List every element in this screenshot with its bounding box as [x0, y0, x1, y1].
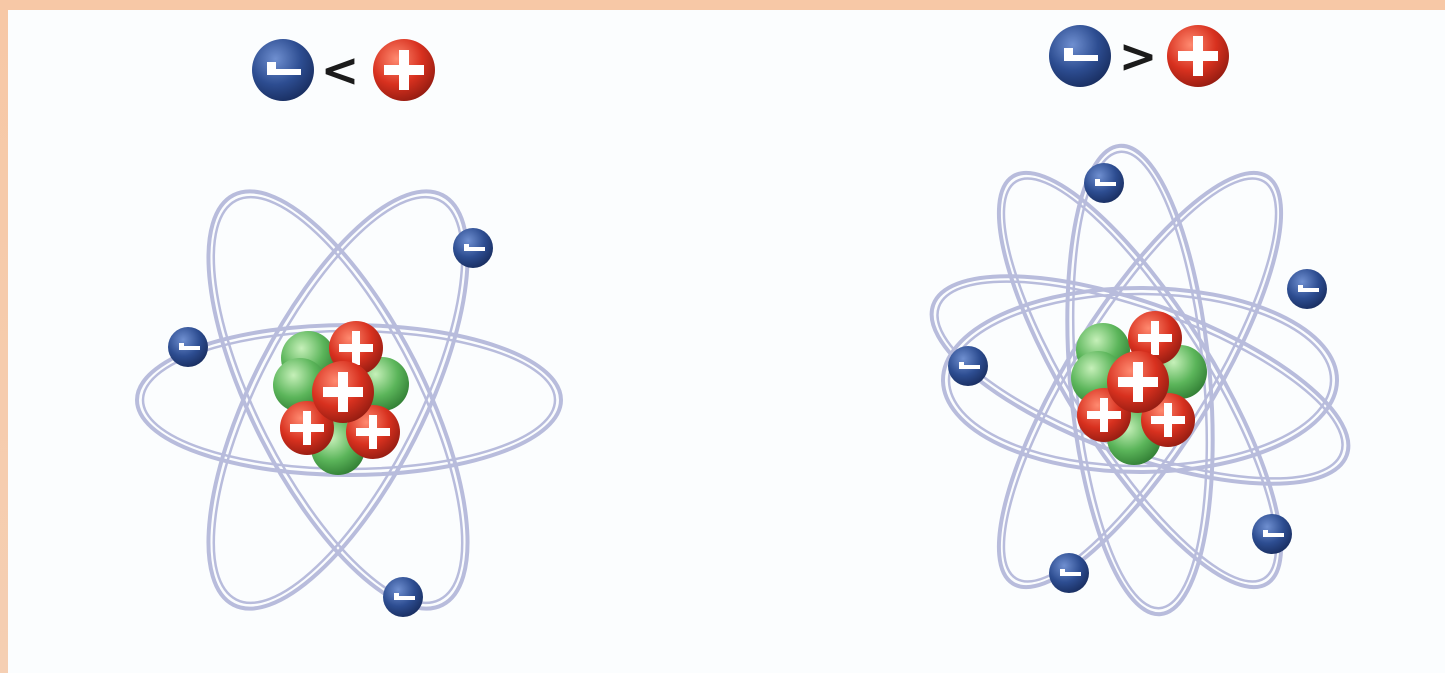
- electron: [1049, 553, 1089, 593]
- proton: [1107, 351, 1169, 413]
- electron: [1084, 163, 1124, 203]
- electron: [1287, 269, 1327, 309]
- proton: [312, 361, 374, 423]
- electron: [383, 577, 423, 617]
- minus-sign-icon: [252, 39, 314, 101]
- left-atom: [137, 156, 561, 644]
- plus-sign-icon: [373, 39, 435, 101]
- right-comparison-symbol: >: [1119, 29, 1158, 83]
- electron: [453, 228, 493, 268]
- right-atom: [907, 138, 1372, 621]
- plus-sign-icon: [1167, 25, 1229, 87]
- right-legend: >: [1049, 25, 1229, 87]
- left-comparison-symbol: <: [321, 43, 360, 97]
- minus-sign-icon: [1049, 25, 1111, 87]
- electron: [1252, 514, 1292, 554]
- left-legend: <: [252, 39, 435, 101]
- left-nucleus: [273, 321, 409, 475]
- electron: [168, 327, 208, 367]
- electron: [948, 346, 988, 386]
